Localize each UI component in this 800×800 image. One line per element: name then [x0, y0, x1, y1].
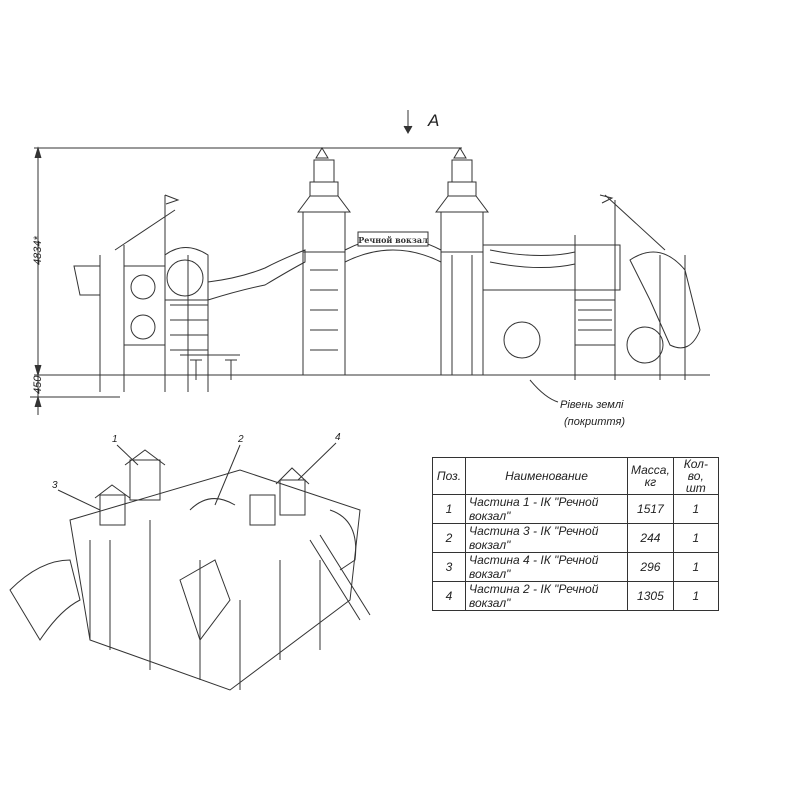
- tower-left: [297, 147, 351, 376]
- table-header: Поз. Наименование Масса,кг Кол-во,шт: [432, 457, 719, 495]
- dimension-lines: 4834* 450: [30, 146, 710, 415]
- height-dimension: 4834*: [32, 236, 44, 265]
- right-section: [483, 194, 701, 380]
- svg-text:4: 4: [335, 432, 341, 443]
- svg-text:(покриття): (покриття): [564, 416, 625, 428]
- svg-text:3: 3: [52, 480, 58, 491]
- tower-right: [435, 147, 489, 376]
- view-arrow-a: A: [403, 110, 439, 135]
- left-section: [73, 194, 306, 392]
- isometric-view: [9, 449, 371, 691]
- ground-label: Рівень землі (покриття): [529, 379, 625, 428]
- sign-text: Речной вокзал: [358, 235, 428, 245]
- svg-text:Рівень землі: Рівень землі: [560, 399, 624, 411]
- view-label: A: [427, 111, 439, 130]
- base-dimension: 450: [32, 375, 44, 394]
- svg-text:2: 2: [237, 434, 244, 445]
- svg-text:1: 1: [112, 434, 118, 445]
- bridge: Речной вокзал: [344, 231, 442, 263]
- callouts: 1 2 3 4: [52, 432, 341, 511]
